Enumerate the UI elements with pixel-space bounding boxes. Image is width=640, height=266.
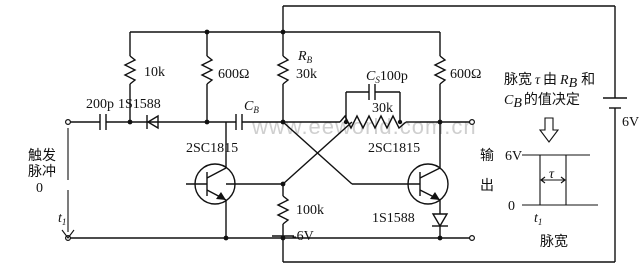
signal-rail: [64, 118, 476, 125]
output-label-line1: 输: [480, 148, 494, 164]
resistor-600-left: [200, 32, 214, 122]
resistor-rb-symbol: RB: [297, 49, 313, 65]
input-capacitor: [99, 114, 107, 130]
capacitor-cs-label: CS100p: [366, 69, 408, 85]
resistor-rb: [276, 32, 290, 122]
transistor-q2-label: 2SC1815: [368, 141, 420, 156]
capacitor-cb: [235, 114, 243, 130]
trigger-zero-label: 0: [36, 181, 43, 196]
resistor-10k: [123, 32, 137, 122]
supply-positive-label: 6V: [622, 115, 639, 130]
transistor-q1-label: 2SC1815: [186, 141, 238, 156]
waveform-tau-label: τ: [549, 167, 555, 182]
waveform-t1-label: t1: [534, 211, 542, 227]
transistor-q2: [400, 163, 449, 214]
waveform-zero-label: 0: [508, 199, 515, 214]
cross-coupling: [226, 121, 400, 187]
output-label-line2: 出: [480, 178, 494, 194]
feedback-resistor-label: 30k: [372, 101, 393, 116]
supply-negative-label: -6V: [292, 229, 314, 244]
output-diode-label: 1S1588: [372, 211, 415, 226]
resistor-100k-label: 100k: [296, 203, 324, 218]
waveform-caption: 脉宽: [540, 233, 568, 250]
resistor-600-right-label: 600Ω: [450, 67, 481, 82]
battery-6v: [603, 97, 627, 138]
resistor-10k-label: 10k: [144, 65, 165, 80]
ground-rail: [64, 138, 616, 263]
resistor-600-right: [433, 32, 447, 168]
top-rail: [130, 5, 616, 98]
resistor-rb-label: 30k: [296, 67, 317, 82]
resistor-600-left-label: 600Ω: [218, 67, 249, 82]
output-diode: [431, 213, 449, 238]
trigger-pulse-waveform: [61, 128, 75, 239]
feedback-network: [312, 84, 420, 130]
input-capacitor-label: 200p: [86, 97, 114, 112]
capacitor-cb-label: CB: [244, 99, 259, 115]
input-diode: [146, 114, 159, 130]
output-waveform: [522, 117, 598, 206]
input-diode-label: 1S1588: [118, 97, 161, 112]
waveform-6v-label: 6V: [505, 149, 522, 164]
transistor-q1: [186, 122, 236, 238]
trigger-label-line2: 脉冲: [28, 164, 56, 180]
resistor-100k: [272, 184, 294, 237]
trigger-t1-label: t1: [58, 211, 66, 227]
trigger-label-line1: 触发: [28, 148, 56, 164]
